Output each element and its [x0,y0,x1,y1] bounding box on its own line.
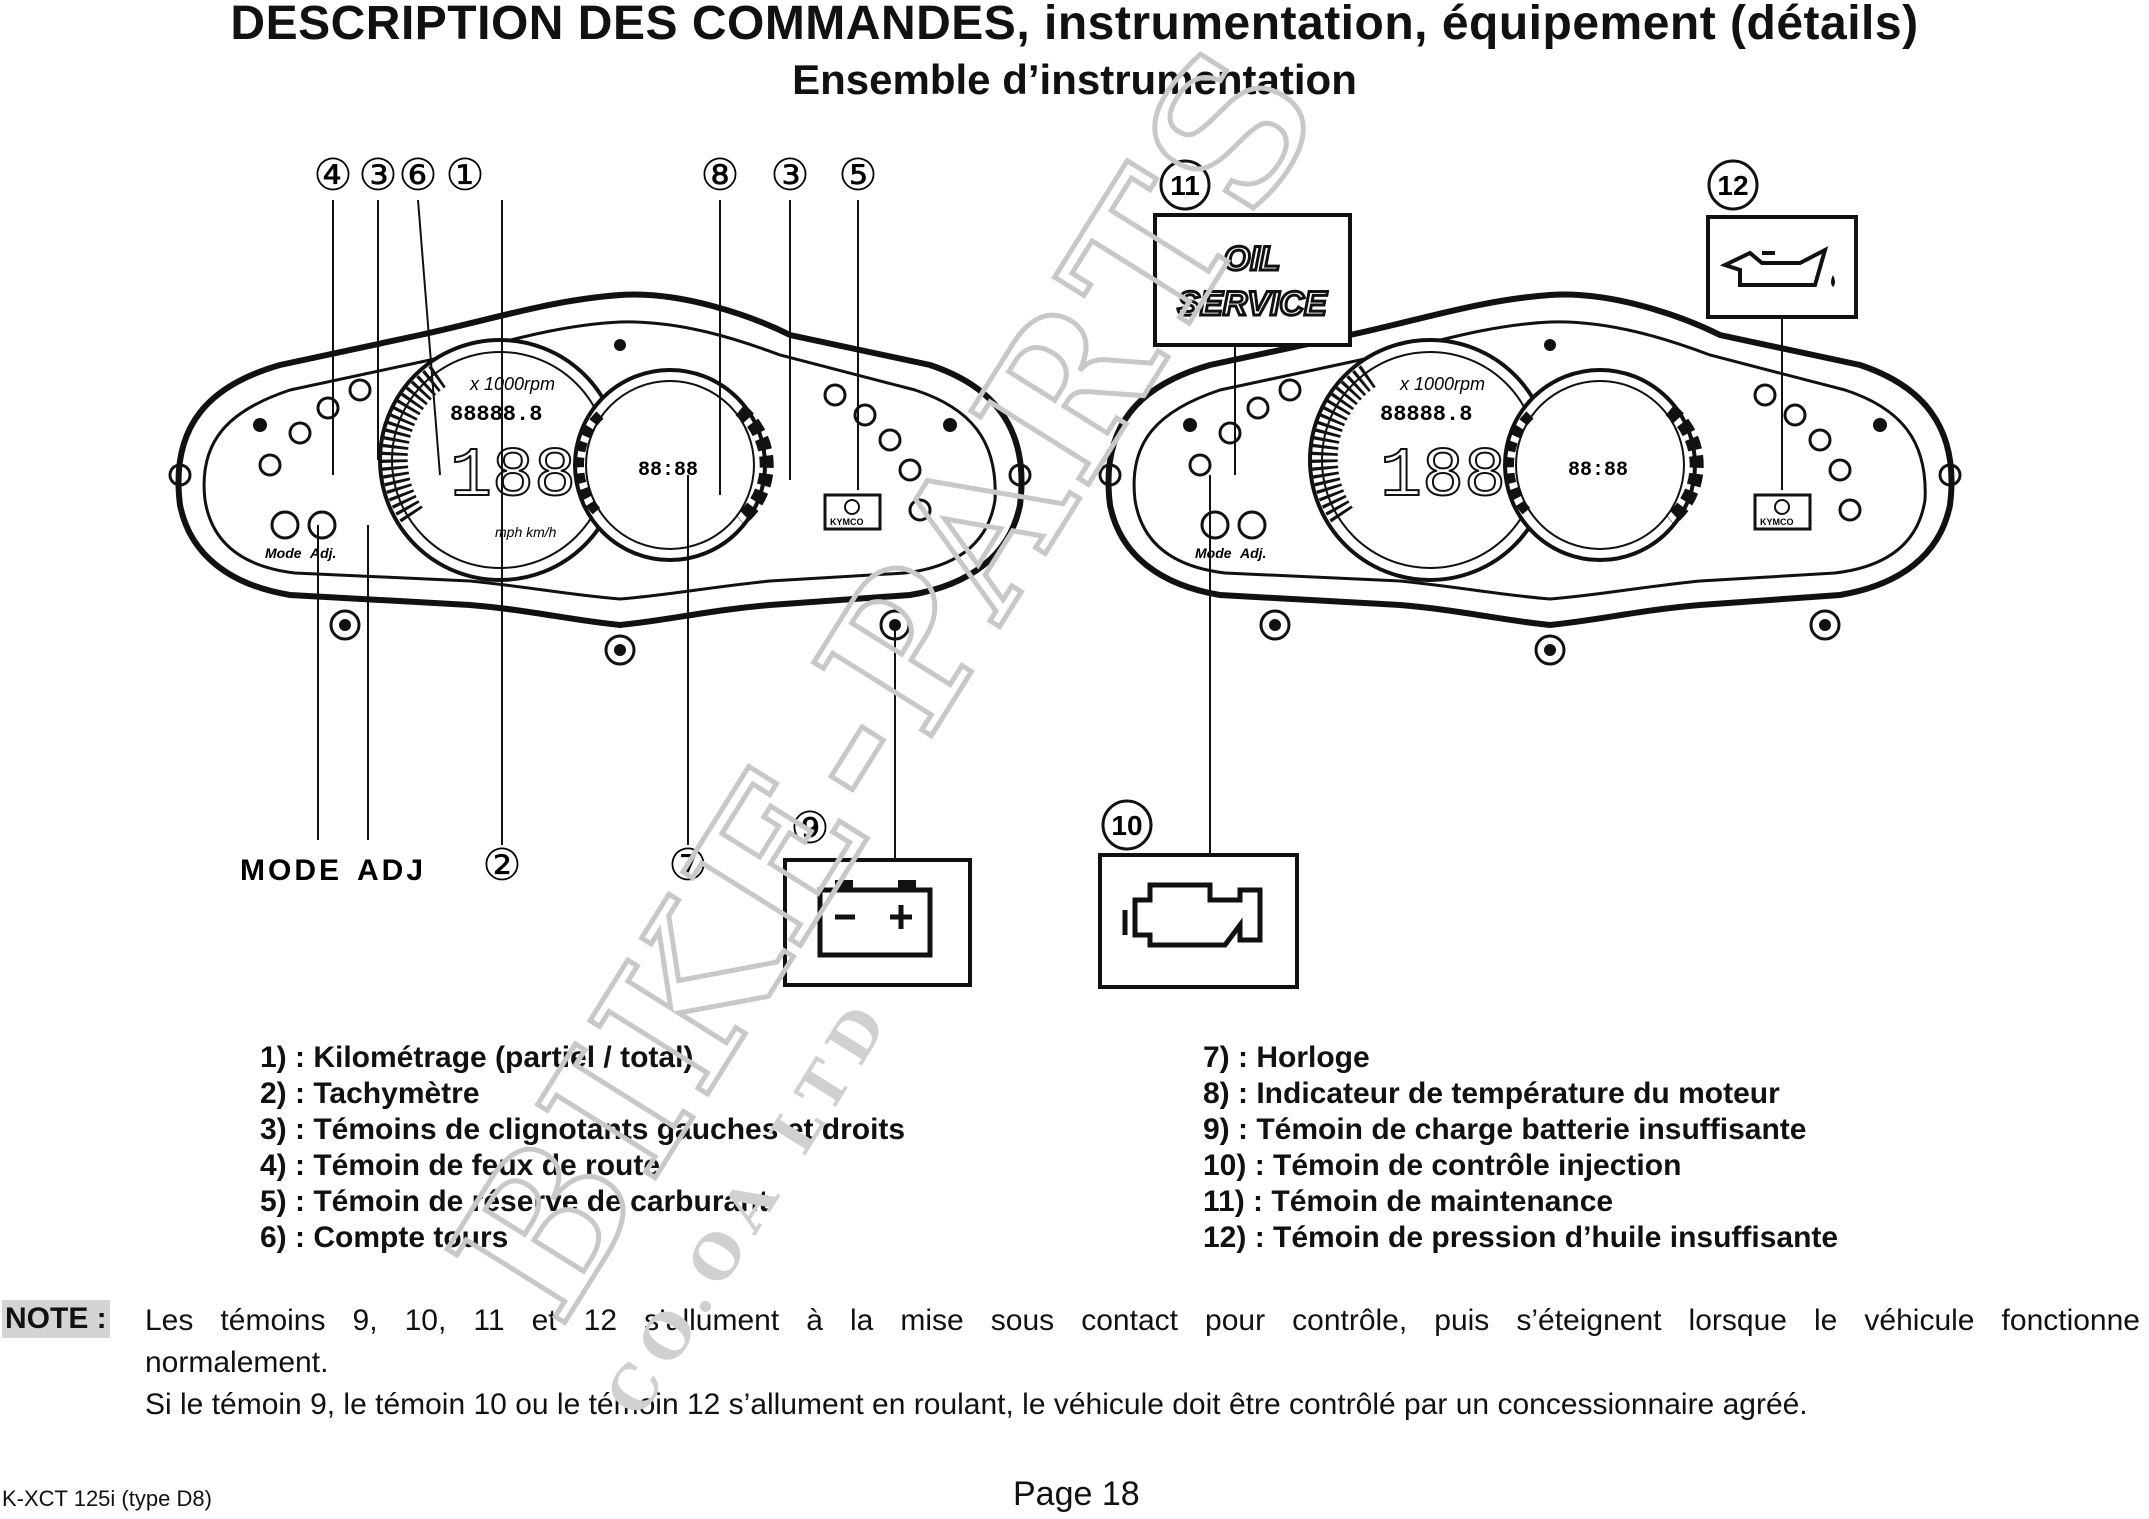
speed-digits-2: 188 [1380,438,1506,517]
odometer-digits-2: 88888.8 [1380,402,1472,427]
callout-3b: ③ [770,150,809,201]
callout-3a: ③ [358,150,397,201]
brand-label: KYMCO [830,517,864,527]
page-subtitle: Ensemble d’instrumentation [792,56,1357,103]
instrument-cluster-left: x 1000rpm 88888.8 188 88:88 mph km/h Mod… [170,295,1030,664]
legend-item-5: 5) : Témoin de réserve de carburant [260,1185,769,1218]
legend-item-9: 9) : Témoin de charge batterie insuffisa… [1203,1113,1807,1146]
legend-item-7: 7) : Horloge [1203,1041,1370,1074]
oil-pressure-icon [1706,215,1858,319]
clock-digits-2: 88:88 [1568,459,1628,482]
legend-item-8: 8) : Indicateur de température du moteur [1203,1077,1780,1110]
note-line-1: Les témoins 9, 10, 11 et 12 s’allument à… [145,1304,2140,1337]
callout-10: 10 [1111,810,1142,841]
callout-4: ④ [313,150,352,201]
page-number: Page 18 [1013,1475,1140,1513]
callout-11: 11 [1170,170,1200,201]
mode-small-label-2: Mode [1195,545,1232,561]
odometer-digits: 88888.8 [450,402,542,427]
legend-left: 1) : Kilométrage (partiel / total) 2) : … [260,1040,905,1256]
callout-8: ⑧ [700,150,739,201]
note-line-2: normalement. [145,1346,329,1379]
legend-right: 7) : Horloge 8) : Indicateur de températ… [1203,1040,1838,1256]
callout-12: 12 [1717,170,1748,201]
rpm-unit-label: x 1000rpm [469,374,555,394]
note-text: Les témoins 9, 10, 11 et 12 s’allument à… [145,1300,2140,1426]
instrument-cluster-right: x 1000rpm 88888.8 188 88:88 Mode Adj. KY… [1100,295,1960,664]
speed-digits: 188 [450,438,576,517]
mode-small-label: Mode [265,545,302,561]
callout-5: ⑤ [838,150,877,201]
rpm-unit-label-2: x 1000rpm [1399,374,1485,394]
callout-6: ⑥ [398,150,437,201]
note-line-3: Si le témoin 9, le témoin 10 ou le témoi… [145,1388,1808,1421]
adj-small-label: Adj. [309,545,336,561]
legend-item-10: 10) : Témoin de contrôle injection [1203,1149,1682,1182]
engine-check-icon [1098,853,1299,989]
legend-item-4: 4) : Témoin de feux de route [260,1149,661,1182]
callout-9: ⑨ [790,803,829,854]
battery-warning-icon [783,858,972,987]
adj-button-label: ADJ [357,854,426,887]
legend-item-2: 2) : Tachymètre [260,1077,480,1110]
svg-text:OIL: OIL [1224,240,1281,278]
legend-item-1: 1) : Kilométrage (partiel / total) [260,1041,694,1074]
brand-label-2: KYMCO [1760,517,1794,527]
mode-button-label: MODE [240,854,342,887]
page-title: DESCRIPTION DES COMMANDES, instrumentati… [230,0,1919,50]
legend-item-3: 3) : Témoins de clignotants gauches et d… [260,1113,906,1146]
adj-small-label-2: Adj. [1239,545,1266,561]
svg-text:SERVICE: SERVICE [1177,285,1328,323]
callout-1: ① [445,150,484,201]
oil-service-icon: OIL SERVICE [1153,213,1352,347]
callout-2: ② [482,840,521,891]
instrument-cluster-figure: x 1000rpm 88888.8 188 88:88 mph km/h Mod… [150,150,2000,989]
legend-item-12: 12) : Témoin de pression d’huile insuffi… [1203,1221,1839,1254]
footer-model: K-XCT 125i (type D8) [2,1486,212,1511]
callout-7: ⑦ [668,840,707,891]
note-label: NOTE : [2,1300,110,1338]
speed-units-label: mph km/h [495,524,557,540]
legend-item-6: 6) : Compte tours [260,1221,509,1254]
clock-digits: 88:88 [638,459,698,482]
legend-item-11: 11) : Témoin de maintenance [1203,1185,1614,1218]
